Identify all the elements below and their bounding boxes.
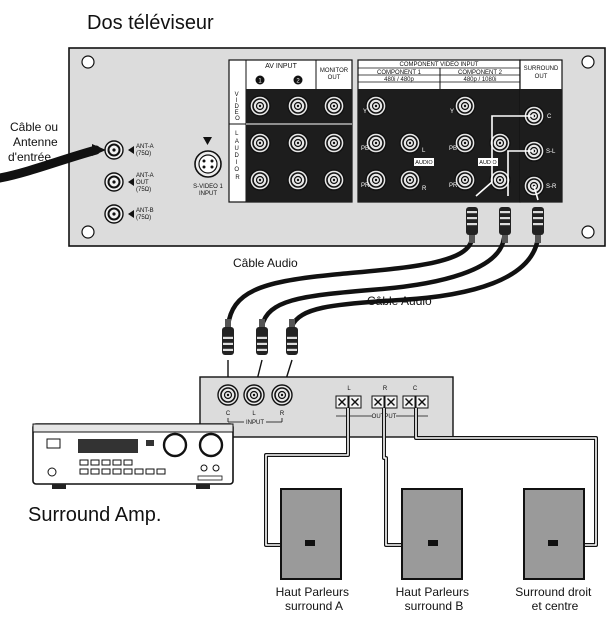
monitor-audio-r-jack-icon [323,169,345,191]
amp-display [78,439,138,453]
svg-text:L: L [252,411,256,417]
comp1-audio-r-jack-icon [399,169,421,191]
ant-a-out-jack-icon [104,172,124,192]
svg-text:PB: PB [449,146,457,152]
av1-video-jack-icon [249,95,271,117]
amp-input-r-jack-icon [271,384,293,406]
comp2-pr-jack-icon [454,169,476,191]
comp1-audio-l-jack-icon [399,132,421,154]
speaker-b-label: Haut Parleurs surround B [396,585,473,613]
audio-cables [225,235,541,329]
speaker-surround-b [401,488,463,580]
svg-text:PB: PB [361,146,369,152]
svg-text:PR: PR [449,183,458,189]
amp-label: Surround Amp. [28,504,161,526]
av2-video-jack-icon [287,95,309,117]
svg-text:V I D E: V I D E O [234,92,240,122]
panel-screw-icon [581,55,595,69]
panel-screw-icon [81,55,95,69]
amp-input-l-jack-icon [243,384,265,406]
svg-text:S-L: S-L [546,149,556,155]
svg-text:R: R [383,386,388,392]
svg-text:COMPONENT 2: COMPONENT 2 [458,70,503,76]
amp-plug-c-icon [222,319,234,355]
svg-text:Y: Y [450,109,454,115]
av2-audio-l-jack-icon [287,132,309,154]
svg-text:COMPONENT VIDEO INPUT: COMPONENT VIDEO INPUT [400,62,479,68]
av1-audio-l-jack-icon [249,132,271,154]
surround-wires [475,115,539,201]
svg-text:480p / 1080i: 480p / 1080i [463,77,496,83]
svg-text:C: C [547,114,552,120]
svg-text:L: L [347,386,351,392]
monitor-video-jack-icon [323,95,345,117]
svg-text:1: 1 [258,79,262,85]
amp-plug-l-icon [256,319,268,355]
svg-text:R: R [422,186,427,192]
comp1-y-jack-icon [365,95,387,117]
antenna-cable-label: Câble ou Antenne d'entrée [8,120,61,164]
comp2-y-jack-icon [454,95,476,117]
svg-text:L: L [422,148,426,154]
amp-volume-knob-icon [162,432,188,458]
svg-text:C: C [226,411,231,417]
comp2-audio-l-jack-icon [489,132,511,154]
svg-text:ANT-B(75Ω): ANT-B(75Ω) [136,208,154,221]
comp2-pb-jack-icon [454,132,476,154]
svg-text:480i / 480p: 480i / 480p [384,77,414,83]
av1-audio-r-jack-icon [249,169,271,191]
svg-text:COMPONENT 1: COMPONENT 1 [377,70,422,76]
amp-tuning-knob-icon [198,432,224,458]
panel-screw-icon [581,225,595,239]
svg-text:AUDIO: AUDIO [479,160,497,166]
svg-text:R: R [280,411,285,417]
ant-a-in-jack-icon [104,140,124,160]
ant-b-jack-icon [104,204,124,224]
amp-back-panel: C L R INPUT L R C OUTPUT [199,376,454,438]
comp2-audio-r-jack-icon [489,169,511,191]
speaker-a-label: Haut Parleurs surround A [276,585,353,613]
svg-text:S-R: S-R [546,184,557,190]
svg-text:C: C [413,386,418,392]
antenna-cable [0,145,101,183]
speaker-c-label: Surround droit et centre [515,585,594,613]
svg-text:2: 2 [296,79,300,85]
panel-screw-icon [81,225,95,239]
speaker-surround-a [280,488,342,580]
monitor-audio-l-jack-icon [323,132,345,154]
audio-cable-label-1: Câble Audio [233,256,298,270]
svg-text:AV INPUT: AV INPUT [265,63,297,70]
svg-text:AUDIO: AUDIO [415,160,433,166]
audio-cable-label-2: Câble Audio [367,294,432,308]
svg-text:ANT-A(75Ω): ANT-A(75Ω) [136,144,154,157]
speaker-surround-right-center [523,488,585,580]
svg-text:Y: Y [363,109,367,115]
svg-text:L A U D: L A U D I O R [234,131,240,181]
diagram-title: Dos téléviseur [87,12,214,34]
amp-input-c-jack-icon [217,384,239,406]
av2-audio-r-jack-icon [287,169,309,191]
svg-text:INPUT: INPUT [246,420,264,426]
surround-amplifier [32,423,234,489]
component-input-block: COMPONENT VIDEO INPUT COMPONENT 1 480i /… [357,59,521,203]
amp-plug-r-icon [286,319,298,355]
svg-text:PR: PR [361,183,370,189]
